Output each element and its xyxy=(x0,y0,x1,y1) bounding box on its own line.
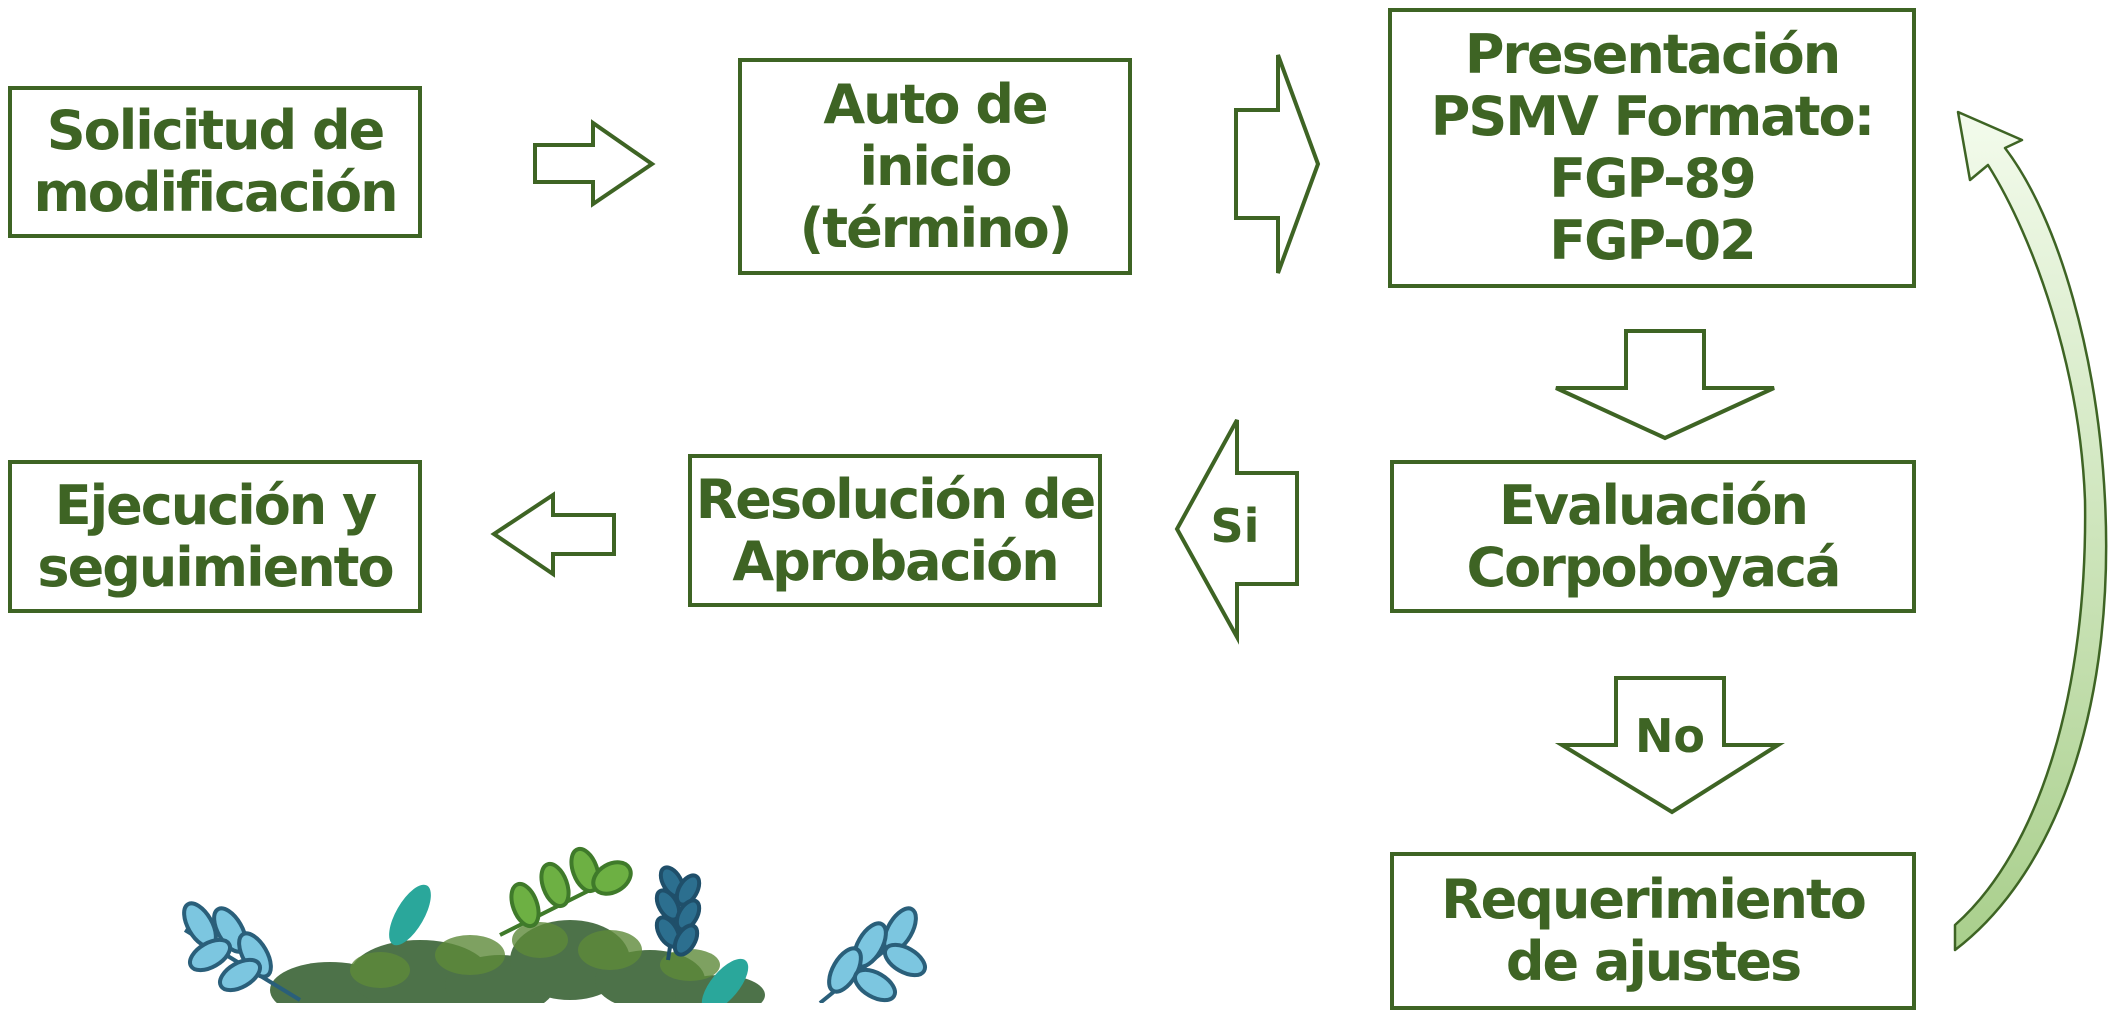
step-solicitud: Solicitud de modificación xyxy=(8,86,422,238)
step-ejecucion-line2: seguimiento xyxy=(37,535,394,599)
step-resolucion: Resolución de Aprobación xyxy=(688,454,1102,607)
step-solicitud-line2: modificación xyxy=(33,161,398,224)
yes-label: Si xyxy=(1211,499,1260,553)
step-requerimiento-line2: de ajustes xyxy=(1505,930,1802,993)
step-solicitud-line1: Solicitud de xyxy=(46,99,386,162)
arrow-right-2 xyxy=(1234,54,1321,274)
arrow-left-si xyxy=(1174,419,1299,645)
step-presentacion-line3: FGP-89 xyxy=(1549,147,1756,210)
loop-arrow xyxy=(1953,110,2108,952)
step-evaluacion: Evaluación Corpoboyacá xyxy=(1390,460,1916,613)
step-evaluacion-line2: Corpoboyacá xyxy=(1466,535,1842,599)
step-presentacion-line4: FGP-02 xyxy=(1549,209,1756,272)
arrow-down-1 xyxy=(1555,329,1775,441)
step-requerimiento-line1: Requerimiento xyxy=(1441,868,1867,931)
step-auto-line1: Auto de xyxy=(823,72,1048,136)
arrow-down-no xyxy=(1554,676,1785,815)
step-auto-line3: (término) xyxy=(799,196,1073,260)
step-evaluacion-line1: Evaluación xyxy=(1499,473,1809,537)
arrow-right-1 xyxy=(533,119,656,208)
step-ejecucion-line1: Ejecución y xyxy=(54,473,378,537)
step-presentacion-line1: Presentación xyxy=(1464,23,1841,86)
step-requerimiento: Requerimiento de ajustes xyxy=(1390,852,1916,1010)
step-resolucion-line1: Resolución de xyxy=(695,467,1097,531)
step-ejecucion: Ejecución y seguimiento xyxy=(8,460,422,613)
step-presentacion: Presentación PSMV Formato: FGP-89 FGP-02 xyxy=(1388,8,1916,288)
arrow-left-2 xyxy=(490,491,616,578)
step-presentacion-line2: PSMV Formato: xyxy=(1430,85,1875,148)
step-auto-inicio: Auto de inicio (término) xyxy=(738,58,1132,275)
step-auto-line2: inicio xyxy=(859,134,1012,198)
step-resolucion-line2: Aprobación xyxy=(732,529,1059,593)
no-label: No xyxy=(1635,709,1705,763)
